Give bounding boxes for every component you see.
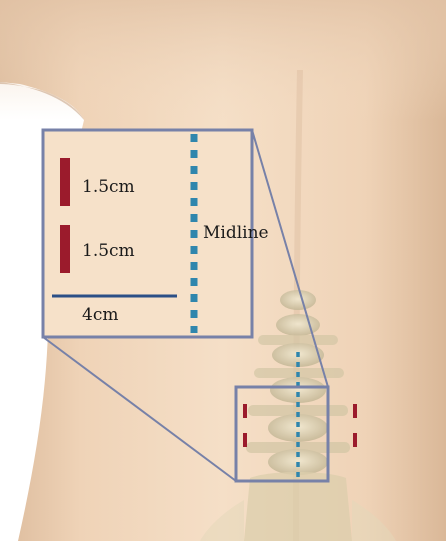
spacing-label: 4cm [82, 305, 118, 325]
incision-right-upper [353, 404, 357, 418]
incision-right-lower [353, 433, 357, 447]
midline-label: Midline [203, 223, 269, 243]
magnified-inset: 1.5cm 1.5cm Midline 4cm [43, 130, 269, 337]
inset-incision-lower [60, 225, 70, 273]
incision-left-lower [243, 433, 247, 447]
inset-incision-upper [60, 158, 70, 206]
incision-left-upper [243, 404, 247, 418]
incision-lower-length-label: 1.5cm [82, 241, 135, 261]
incision-upper-length-label: 1.5cm [82, 177, 135, 197]
